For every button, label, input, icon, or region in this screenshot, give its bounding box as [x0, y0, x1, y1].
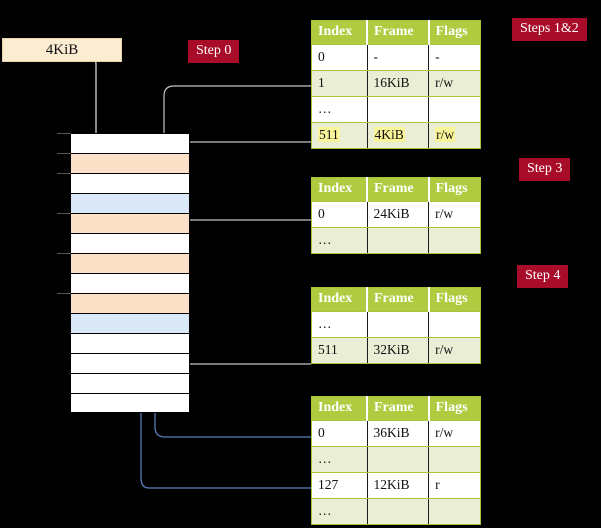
badge-step-4: Step 4	[517, 265, 569, 288]
memory-frame-tick	[57, 213, 71, 214]
table-cell-flags	[428, 498, 481, 525]
column-header-frame: Frame	[367, 396, 430, 421]
memory-frame-tick	[57, 173, 71, 174]
table-cell-index: 511	[311, 337, 368, 364]
table-cell-index: …	[311, 96, 368, 123]
table-row: …	[311, 96, 481, 123]
table-cell-frame	[367, 227, 430, 254]
table-cell-index: 511	[311, 122, 368, 149]
wire-step0-source-to-frame	[60, 51, 103, 150]
column-header-flags: Flags	[428, 177, 481, 202]
memory-frame-tick	[57, 153, 71, 154]
table-cell-index: 127	[311, 472, 368, 499]
memory-frame-tick	[57, 133, 71, 134]
table-cell-flags: r	[428, 472, 481, 499]
table-row: …	[311, 227, 481, 254]
wire-step4-table3-to-frame	[175, 314, 311, 365]
column-header-frame: Frame	[367, 287, 430, 312]
memory-frame-tick	[57, 253, 71, 254]
memory-frame-row	[70, 393, 190, 413]
table-cell-index: …	[311, 446, 368, 473]
memory-frame-row	[70, 193, 190, 213]
badge-steps-1-and-2: Steps 1&2	[512, 18, 587, 41]
table-cell-flags	[428, 446, 481, 473]
table-cell-flags	[428, 227, 481, 254]
memory-frame-row	[70, 313, 190, 333]
column-header-frame: Frame	[367, 177, 430, 202]
table-cell-frame: 32KiB	[367, 337, 430, 364]
table-cell-index: …	[311, 498, 368, 525]
physical-memory-column	[57, 133, 190, 415]
table-cell-index: 1	[311, 70, 368, 97]
column-header-index: Index	[311, 287, 368, 312]
table-cell-flags: r/w	[428, 337, 481, 364]
column-header-index: Index	[311, 20, 368, 45]
table-row: …	[311, 498, 481, 525]
table-cell-index: 0	[311, 201, 368, 228]
table-cell-frame: 12KiB	[367, 472, 430, 499]
column-header-frame: Frame	[367, 20, 430, 45]
memory-frame-row	[70, 373, 190, 393]
memory-frame-row	[57, 253, 190, 273]
table-cell-flags	[428, 96, 481, 123]
memory-frame-row	[57, 213, 190, 233]
column-header-flags: Flags	[428, 287, 481, 312]
table-cell-flags: r/w	[428, 420, 481, 447]
memory-frame-row	[57, 153, 190, 173]
column-header-flags: Flags	[428, 20, 481, 45]
table-cell-index: …	[311, 227, 368, 254]
memory-frame-row	[70, 353, 190, 373]
memory-frame-row	[70, 273, 190, 293]
table-row: …	[311, 446, 481, 473]
table-cell-frame	[367, 311, 430, 338]
table-cell-flags: r/w	[428, 122, 481, 149]
memory-frame-row	[57, 293, 190, 313]
table-cell-frame: 24KiB	[367, 201, 430, 228]
table-cell-frame	[367, 96, 430, 123]
table-cell-frame	[367, 446, 430, 473]
table-cell-frame: 16KiB	[367, 70, 430, 97]
table-cell-flags: -	[428, 44, 481, 71]
badge-step-3: Step 3	[519, 158, 571, 181]
column-header-index: Index	[311, 396, 368, 421]
table-cell-frame: 4KiB	[367, 122, 430, 149]
column-header-index: Index	[311, 177, 368, 202]
memory-frame-row	[57, 173, 190, 193]
wire-step3-table2-to-frame	[171, 219, 311, 254]
memory-frame-row	[70, 233, 190, 253]
table-cell-flags: r/w	[428, 70, 481, 97]
table-cell-index: 0	[311, 420, 368, 447]
column-header-flags: Flags	[428, 396, 481, 421]
table-cell-index: 0	[311, 44, 368, 71]
table-cell-flags: r/w	[428, 201, 481, 228]
table-cell-index: …	[311, 311, 368, 338]
badge-step-0: Step 0	[188, 40, 240, 63]
source-frame-box: 4KiB	[2, 38, 122, 62]
memory-frame-row	[70, 333, 190, 353]
source-frame-label: 4KiB	[45, 41, 79, 58]
memory-frame-tick	[57, 293, 71, 294]
memory-frame-row	[57, 133, 190, 153]
table-cell-frame	[367, 498, 430, 525]
table-row: …	[311, 311, 481, 338]
table-cell-frame: -	[367, 44, 430, 71]
table-cell-flags	[428, 311, 481, 338]
table-row: 0--	[311, 44, 481, 71]
table-cell-frame: 36KiB	[367, 420, 430, 447]
